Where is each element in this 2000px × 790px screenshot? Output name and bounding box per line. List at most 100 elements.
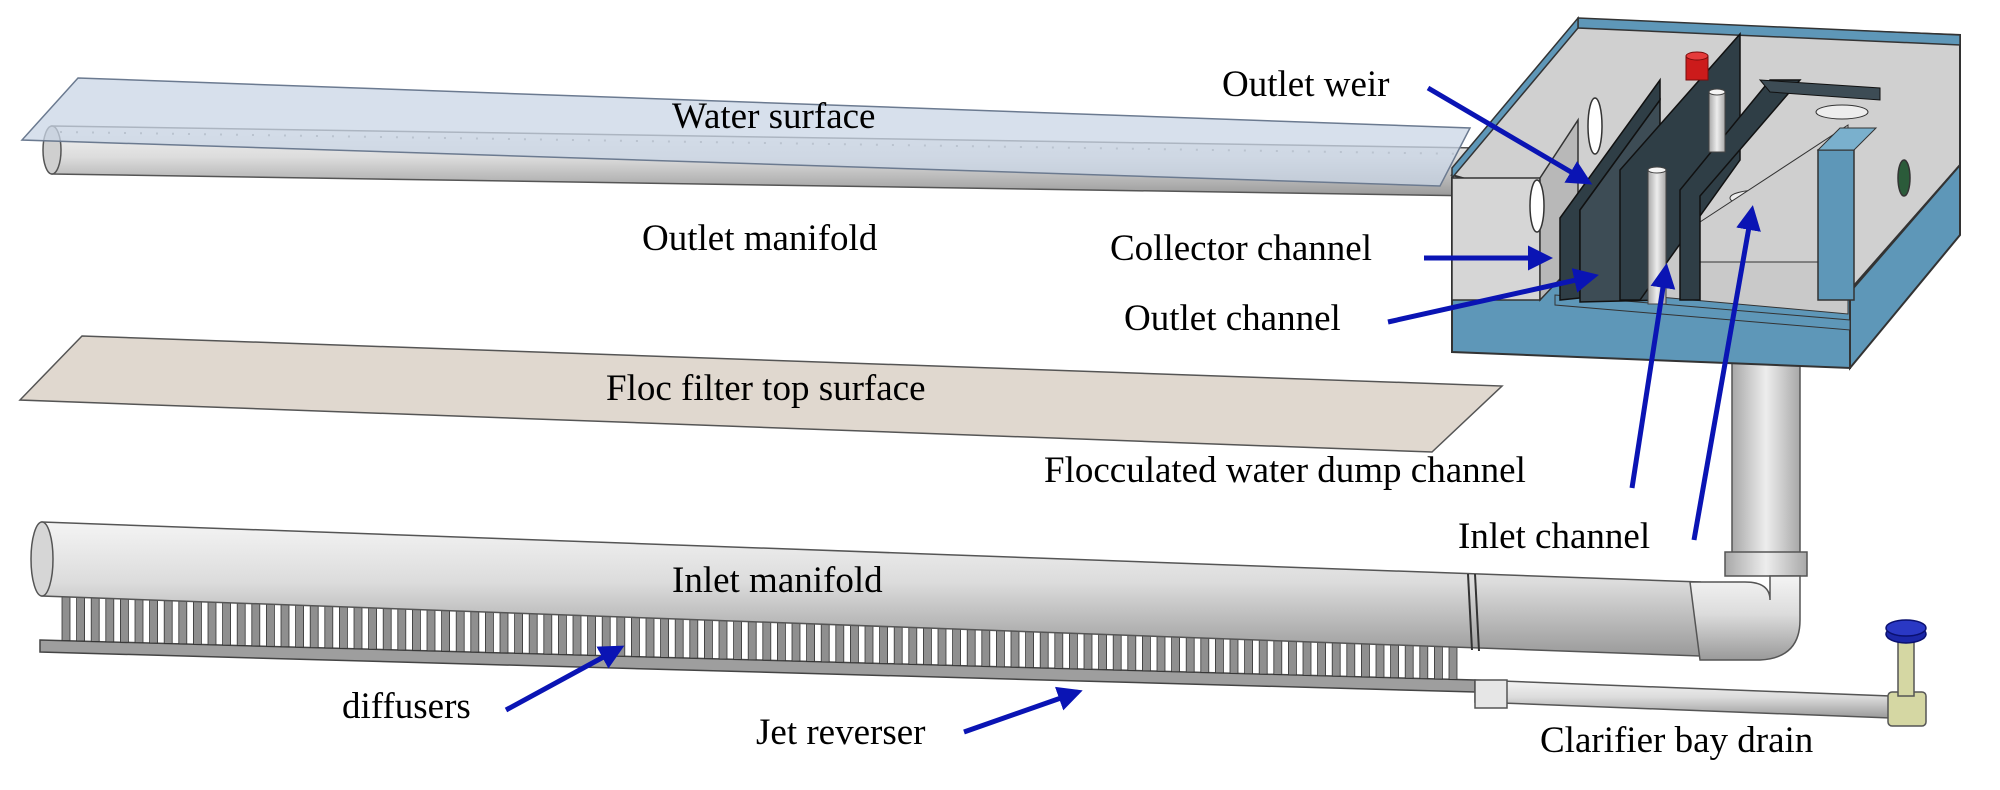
diffuser-tube [192,599,202,645]
label-inlet-channel: Inlet channel [1458,516,1650,557]
diffuser-tube [324,603,334,649]
diffuser-tube [1200,635,1210,673]
inlet-channel-wall-top [1758,79,1881,101]
label-inlet-manifold: Inlet manifold [672,560,883,601]
diffuser-tube [966,626,976,667]
diffuser-tube [893,624,903,665]
diffuser-tube [295,602,305,648]
diffuser-tube [309,603,319,649]
diffuser-tube [484,609,494,653]
diffuser-tube [1069,630,1078,670]
secondary-pipe [1708,91,1726,153]
label-flocculated-water-dump-channel: Flocculated water dump channel [1044,450,1526,491]
diffuser-tube [236,600,246,646]
diffuser-tube [996,628,1005,668]
diffuser-tube [251,601,261,647]
diffuser-tube [937,625,947,666]
diffuser-tube [631,614,640,657]
diffuser-tube [353,604,363,650]
vertical-pipe [1724,359,1808,577]
diffuser-tube [558,612,567,655]
diffuser-tube [587,613,596,656]
diffuser-tube [1039,629,1049,669]
label-collector-channel: Collector channel [1110,228,1372,269]
diffuser-tube [338,604,348,649]
floc-filter-surface-plane [18,335,1504,453]
diffuser-tube [923,625,932,666]
label-jet-reverser: Jet reverser [756,712,925,753]
diffuser-tube [1127,632,1137,671]
diffuser-tube [1244,636,1253,675]
diffuser-tube [514,610,523,654]
red-marker [1685,51,1709,81]
diffuser-tube [747,619,757,661]
diffuser-tube [762,619,772,661]
diffuser-tube [791,620,801,662]
diffuser-tube [222,600,232,646]
diffuser-tube [1302,639,1312,676]
diffuser-tube [265,601,275,647]
diffuser-tube [864,623,874,664]
label-water-surface: Water surface [672,96,875,137]
diffuser-tube [1434,643,1443,680]
diffuser-tube [134,596,144,643]
diffuser-tube [1419,643,1429,679]
diffuser-tube [1215,635,1224,674]
diffuser-tube [1083,631,1093,670]
diffuser-tube [1171,634,1180,673]
diffuser-tube [1331,640,1341,677]
arrow-jet-reverser [963,686,1083,735]
label-outlet-weir: Outlet weir [1222,64,1389,105]
diffuser-tube [1258,637,1268,675]
arrow-diffusers [504,645,625,713]
inlet-manifold-pipe [30,521,1701,657]
diffuser-tube [1288,638,1297,676]
drain-pipe [1474,679,1891,719]
diffuser-tube [660,615,669,658]
diffuser-tube [455,608,465,653]
diffuser-tube [382,605,392,650]
diffuser-tube [1448,644,1458,680]
arrow-outlet-weir [1426,85,1593,185]
arrow-outlet-channel [1387,268,1599,325]
diffuser-tube [90,595,100,642]
diffuser-tube [426,607,436,652]
diffuser-tube [1346,640,1356,677]
diffuser-tube [820,621,830,663]
label-floc-filter-top-surface: Floc filter top surface [606,368,926,409]
diffuser-tube [411,606,421,651]
diffuser-tube [499,610,509,654]
diffuser-tube [105,595,115,643]
diffuser-tube [1156,633,1166,672]
diffuser-tube [718,618,728,660]
diffuser-tube [178,598,188,645]
diffuser-tube [543,611,553,655]
diffuser-tube [981,627,991,667]
pipe-elbow [1689,575,1801,661]
diffuser-tube [441,608,451,652]
diffuser-tube [572,612,582,656]
diffuser-tube [149,597,159,644]
diffuser-tube [470,609,480,653]
diffuser-tube [397,606,407,651]
water-surface-plane [20,77,1472,187]
diffuser-tube [1361,641,1370,678]
diffuser-tube [280,602,290,648]
diffuser-tube [1054,630,1064,669]
label-outlet-manifold: Outlet manifold [642,218,878,259]
diffuser-tube [1185,634,1195,673]
diffuser-tube [879,623,888,664]
diffuser-tube [1375,641,1385,678]
diffuser-tube [207,599,217,646]
diffuser-tube [1025,629,1034,668]
leader-arrows [504,85,1761,735]
diffuser-tube [120,596,129,643]
inlet-channel-wall [1679,79,1802,301]
diffuser-tube [1404,642,1414,679]
drain-valve [1885,619,1927,727]
diffuser-tube [1273,637,1283,675]
arrow-flocculated-water-dump-channel [1629,263,1676,489]
diffuser-tube [601,613,611,657]
diffuser-tube [1142,633,1151,672]
